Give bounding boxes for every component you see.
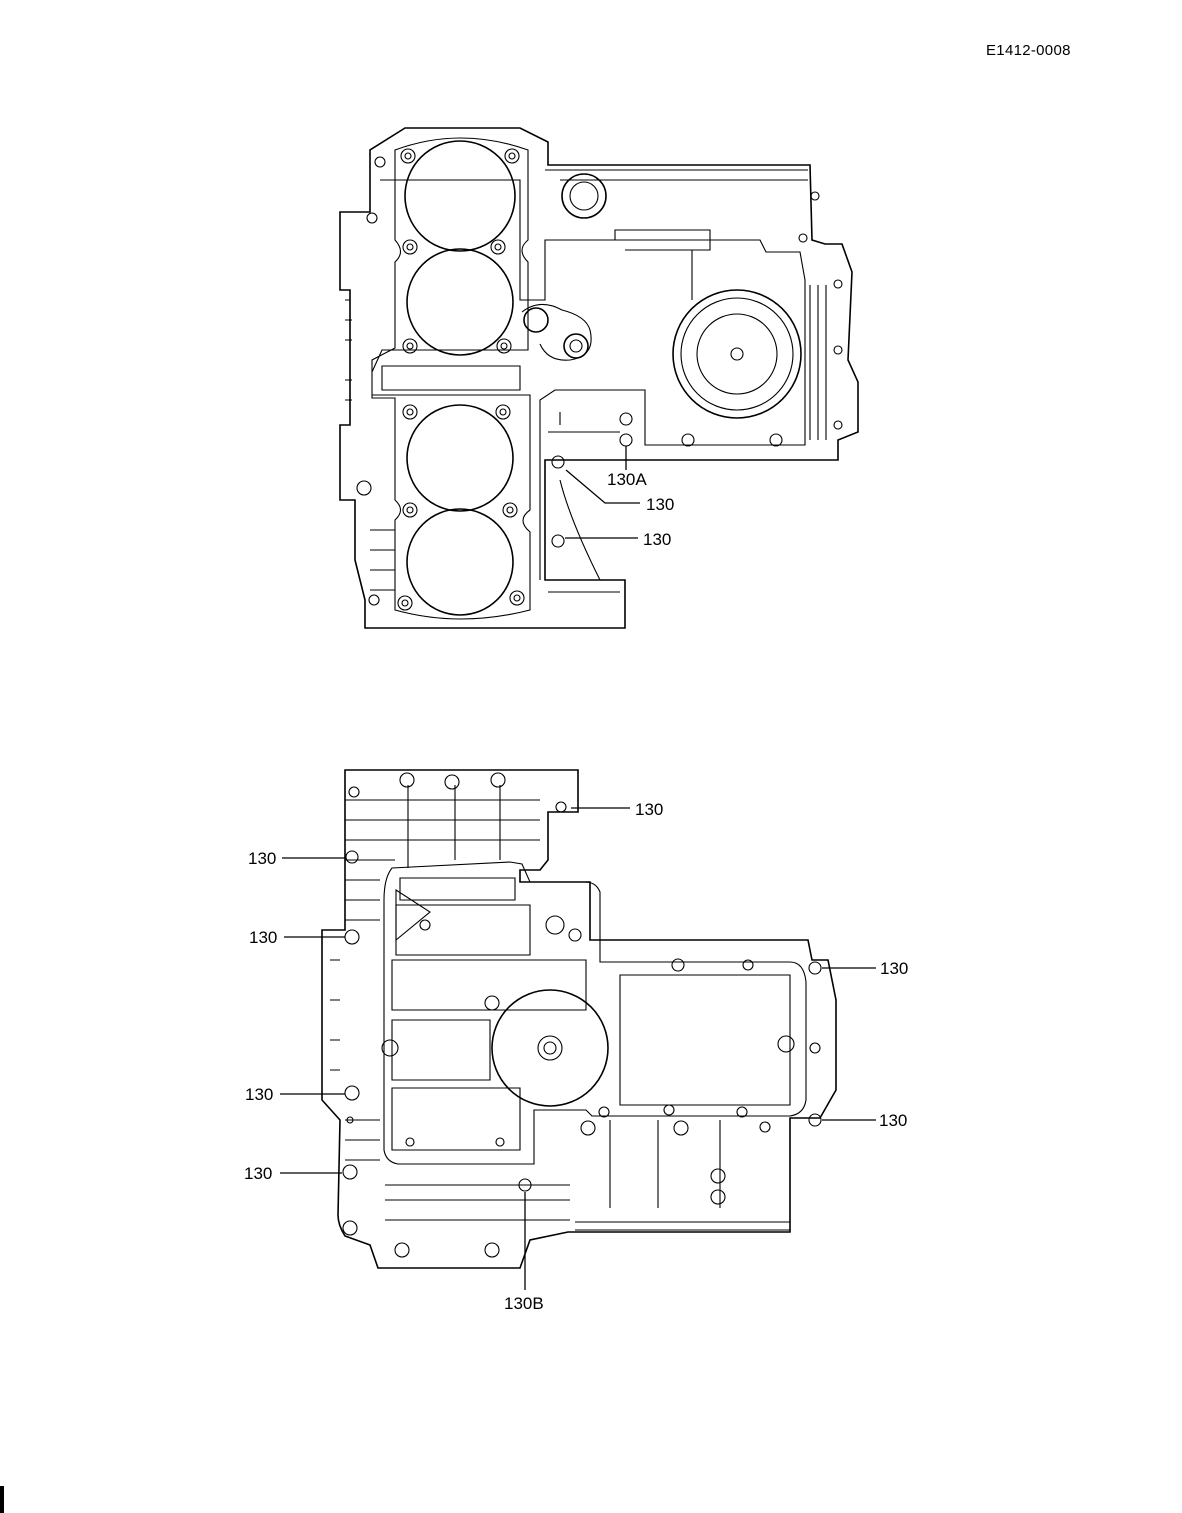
callout-130-top-right: 130 (635, 800, 663, 819)
leader-line-130-upper-1 (565, 469, 640, 504)
lower-callouts: 130 130 130 130 130 130 130 130B (244, 800, 908, 1313)
stud-holes (356, 148, 525, 611)
lower-crankcase-drawing (321, 769, 837, 1269)
callout-130-right-1: 130 (880, 959, 908, 978)
callout-130-right-2: 130 (879, 1111, 907, 1130)
upper-crankcase-drawing (339, 127, 859, 629)
callout-130-upper-1: 130 (646, 495, 674, 514)
callout-130b: 130B (504, 1294, 544, 1313)
callout-130-upper-2: 130 (643, 530, 671, 549)
upper-callouts: 130A 130 130 (565, 446, 674, 549)
callout-130-left-2: 130 (249, 928, 277, 947)
oil-pump-cover (491, 989, 609, 1107)
cylinder-bores (371, 137, 531, 620)
callout-130a: 130A (607, 470, 647, 489)
document-code: E1412-0008 (986, 42, 1071, 59)
callout-130-left-4: 130 (244, 1164, 272, 1183)
breather-cover (672, 289, 802, 419)
scan-edge-mark (0, 1486, 4, 1513)
callout-130-left-3: 130 (245, 1085, 273, 1104)
callout-130-left-1: 130 (248, 849, 276, 868)
